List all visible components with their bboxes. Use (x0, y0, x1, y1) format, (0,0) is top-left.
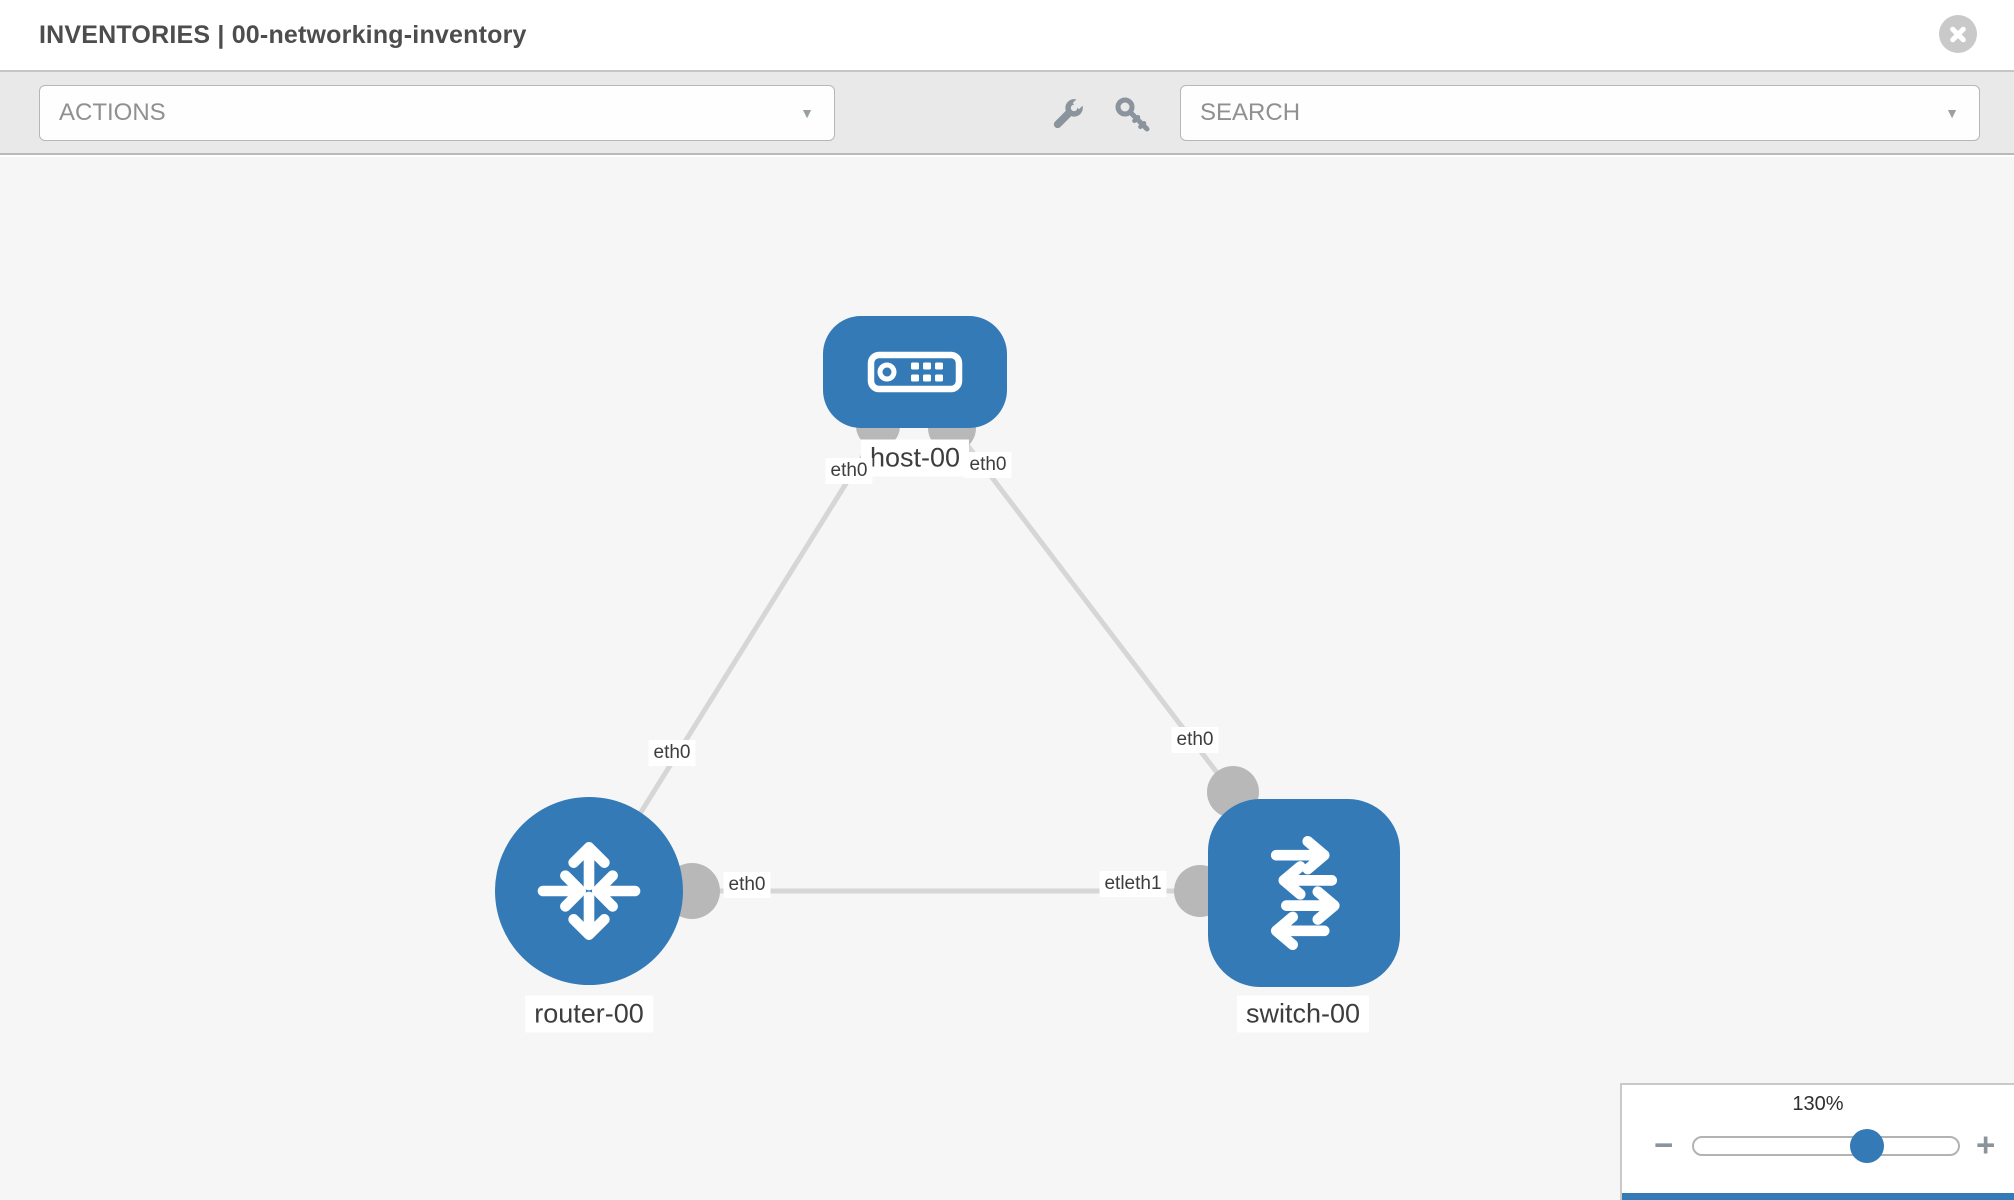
page-title: INVENTORIES | 00-networking-inventory (39, 21, 527, 49)
router-icon (537, 842, 641, 940)
zoom-slider[interactable] (1692, 1129, 1960, 1163)
search-placeholder: SEARCH (1200, 99, 1301, 126)
node-label-host: host-00 (860, 439, 970, 477)
chevron-down-icon: ▼ (800, 105, 814, 121)
iface-label-switch-top: eth0 (1171, 727, 1219, 753)
node-host-00[interactable] (823, 316, 1007, 428)
node-router-00[interactable] (495, 797, 683, 985)
link-host-router (615, 427, 883, 851)
topology-links (615, 427, 1236, 894)
zoom-out-button[interactable]: − (1654, 1126, 1674, 1163)
switch-icon (1270, 835, 1340, 951)
host-icon (867, 351, 963, 393)
iface-label-host-left: eth0 (825, 458, 873, 484)
wrench-icon (1053, 96, 1086, 129)
zoom-slider-thumb[interactable] (1850, 1129, 1884, 1163)
toolbar: ACTIONS ▼ SEARCH ▼ (0, 72, 2014, 155)
actions-dropdown[interactable]: ACTIONS ▼ (39, 85, 835, 141)
topology-canvas[interactable]: host-00 eth0 eth0 eth0 eth0 eth0 etleth1… (0, 157, 2014, 1200)
node-label-switch: switch-00 (1236, 995, 1370, 1033)
node-label-router: router-00 (525, 995, 653, 1033)
zoom-panel: 130% − + (1620, 1083, 2014, 1200)
chevron-down-icon: ▼ (1945, 105, 1959, 121)
actions-dropdown-label: ACTIONS (59, 99, 166, 126)
iface-label-switch-mid: etleth1 (1099, 871, 1167, 897)
search-dropdown[interactable]: SEARCH ▼ (1180, 85, 1980, 141)
iface-label-router-top: eth0 (648, 740, 696, 766)
key-bar (1622, 1193, 2014, 1200)
iface-label-host-right: eth0 (964, 452, 1012, 478)
tools-wrench-button[interactable] (1046, 94, 1088, 136)
zoom-level: 130% (1792, 1093, 1844, 1115)
key-icon (1115, 97, 1150, 132)
node-switch-00[interactable] (1208, 799, 1400, 987)
zoom-in-button[interactable]: + (1976, 1126, 1996, 1163)
header-bar: INVENTORIES | 00-networking-inventory (0, 0, 2014, 72)
close-button[interactable] (1939, 15, 1977, 53)
key-toggle-button[interactable] (1112, 94, 1154, 136)
iface-label-router-mid: eth0 (723, 872, 771, 898)
